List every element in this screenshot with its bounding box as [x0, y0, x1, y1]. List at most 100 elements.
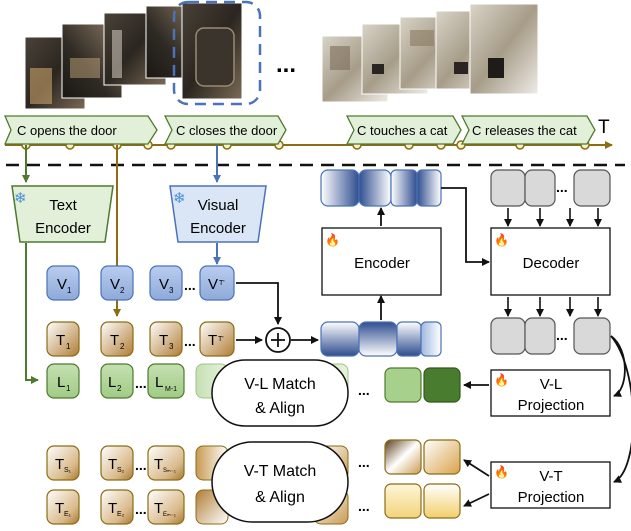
token-ts2: T S₂	[100, 445, 134, 481]
svg-text:M-1: M-1	[165, 386, 177, 393]
svg-text:C touches a cat: C touches a cat	[357, 123, 448, 138]
encoded-tokens	[320, 169, 442, 207]
token-tem: T Eₘ₋₁	[147, 489, 185, 525]
svg-text:L: L	[57, 374, 65, 391]
svg-text:3: 3	[169, 342, 174, 351]
ellipsis: ...	[358, 498, 370, 514]
snowflake-icon: ❄	[14, 190, 27, 207]
encoder-to-decoder-arrow	[441, 187, 490, 266]
svg-text:& Align: & Align	[255, 400, 305, 417]
token-v2: V 2	[100, 265, 134, 301]
query-tokens: ...	[490, 169, 611, 207]
svg-text:L: L	[155, 374, 163, 391]
svg-text:V: V	[159, 276, 169, 293]
ellipsis: ...	[358, 382, 370, 398]
ellipsis: ...	[135, 457, 147, 473]
svg-text:V: V	[110, 276, 120, 293]
visual-tokens: V 1 V 2 V 3 ... V T'	[46, 265, 235, 301]
svg-text:V-T Match: V-T Match	[244, 463, 317, 480]
snowflake-icon: ❄	[173, 190, 186, 207]
event-caption-3: C touches a cat	[345, 115, 462, 145]
svg-text:T': T'	[218, 336, 224, 343]
svg-text:T: T	[55, 500, 64, 517]
svg-text:T: T	[154, 500, 163, 517]
token-te1: T E₁	[46, 489, 80, 525]
svg-text:V-L: V-L	[540, 376, 563, 393]
sum-arrows	[236, 282, 319, 344]
text-tokens: T 1 T 2 T 3 ... T T'	[46, 321, 235, 357]
projection-curves	[610, 335, 631, 483]
svg-text:T: T	[108, 500, 117, 517]
svg-text:2: 2	[120, 342, 125, 351]
svg-text:C opens the door: C opens the door	[17, 123, 117, 138]
token-tt: T T'	[199, 321, 235, 357]
svg-text:V-L Match: V-L Match	[244, 376, 315, 393]
ellipsis: ...	[358, 454, 370, 470]
svg-text:V: V	[208, 276, 218, 293]
vl-projection: 🔥 V-L Projection	[490, 369, 611, 417]
fused-tokens	[320, 321, 442, 357]
token-v1: V 1	[46, 265, 80, 301]
svg-text:Encoder: Encoder	[35, 220, 91, 237]
svg-text:T: T	[55, 456, 64, 473]
decoder-output-arrows	[504, 297, 602, 317]
svg-text:T': T'	[219, 280, 225, 287]
ellipsis: ...	[556, 179, 568, 195]
token-t2: T 2	[100, 321, 134, 357]
svg-text:C releases the cat: C releases the cat	[472, 123, 577, 138]
svg-text:1: 1	[67, 286, 72, 295]
time-axis-label: T	[598, 117, 610, 138]
svg-text:T: T	[108, 456, 117, 473]
event-caption-4: C releases the cat	[460, 115, 596, 145]
svg-text:1: 1	[66, 384, 71, 393]
svg-text:Decoder: Decoder	[523, 255, 580, 272]
token-t1: T 1	[46, 321, 80, 357]
ellipsis: ...	[135, 501, 147, 517]
video-frames-right	[321, 3, 539, 103]
svg-text:Sₘ₋₁: Sₘ₋₁	[163, 468, 176, 474]
token-vt: V T'	[199, 265, 235, 301]
svg-text:2: 2	[120, 286, 125, 295]
svg-text:E₁: E₁	[64, 511, 72, 518]
fire-icon: 🔥	[325, 233, 340, 247]
decoder-output-tokens: ...	[490, 317, 611, 355]
svg-text:T: T	[154, 456, 163, 473]
ellipsis: ...	[184, 277, 196, 293]
event-caption-2: C closes the door	[163, 115, 287, 145]
text-encoder: ❄ Text Encoder	[11, 185, 114, 243]
token-ts1: T S₁	[46, 445, 80, 481]
vt-projection: 🔥 V-T Projection	[490, 461, 611, 509]
svg-text:T: T	[56, 332, 65, 349]
svg-text:3: 3	[169, 286, 174, 295]
highlight-dashed-box	[172, 0, 262, 106]
svg-text:Encoder: Encoder	[190, 220, 246, 237]
vt-projection-arrows	[463, 459, 490, 507]
svg-text:L: L	[108, 374, 116, 391]
svg-text:2: 2	[117, 384, 122, 393]
vt-projected-tokens	[384, 439, 461, 519]
token-te2: T E₂	[100, 489, 134, 525]
video-frames-left	[24, 2, 243, 110]
ellipsis: ...	[135, 375, 147, 391]
svg-text:Eₘ₋₁: Eₘ₋₁	[163, 512, 176, 518]
token-l2: L 2	[100, 363, 134, 399]
svg-text:Text: Text	[49, 197, 77, 214]
svg-text:C closes the door: C closes the door	[176, 123, 278, 138]
svg-text:Encoder: Encoder	[354, 255, 410, 272]
svg-text:V: V	[57, 276, 67, 293]
svg-text:V-T: V-T	[539, 468, 562, 485]
ellipsis: ...	[556, 327, 568, 343]
svg-text:T: T	[208, 332, 217, 349]
visual-encoder: ❄ Visual Encoder	[169, 185, 267, 243]
vt-match-align: V-T Match & Align	[211, 441, 349, 523]
sum-operator-icon	[265, 327, 291, 353]
svg-text:Projection: Projection	[518, 397, 585, 414]
svg-text:S₁: S₁	[64, 467, 72, 474]
vl-match-align: V-L Match & Align	[211, 359, 349, 427]
fire-icon: 🔥	[494, 233, 509, 247]
timeline: T C opens the door C closes the door C t…	[4, 115, 613, 150]
encoder-block: 🔥 Encoder	[321, 227, 442, 296]
decoder-block: 🔥 Decoder	[490, 227, 611, 296]
token-l1: L 1	[46, 363, 80, 399]
